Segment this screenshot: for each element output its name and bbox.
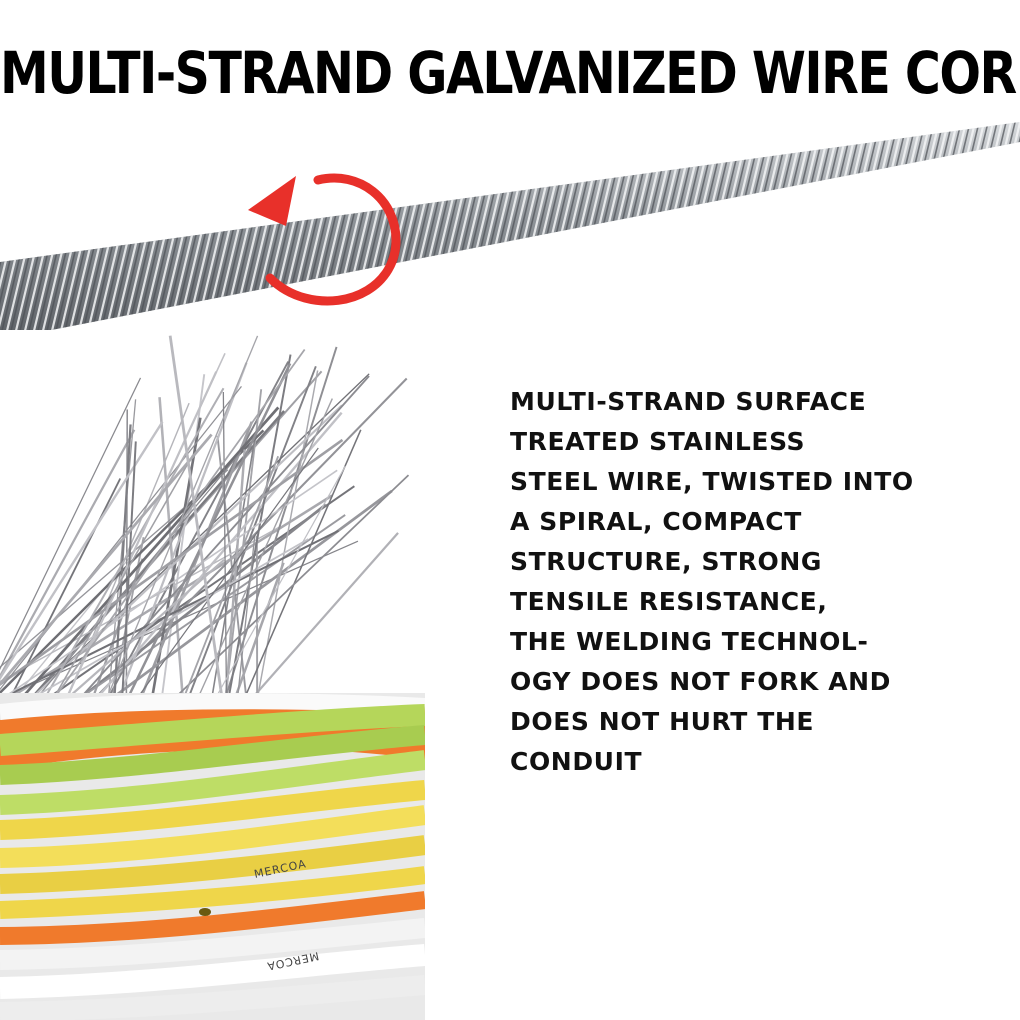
description-line: THE WELDING TECHNOL- (510, 627, 869, 656)
description-line: A SPIRAL, COMPACT (510, 507, 802, 536)
description-line: STEEL WIRE, TWISTED INTO (510, 467, 914, 496)
description-line: MULTI-STRAND SURFACE (510, 387, 867, 416)
cable-housing-coils: MERCOA MERCOA (0, 693, 425, 1020)
steel-cable (0, 122, 1020, 340)
stainless-wire-bundle (0, 335, 410, 702)
headline: MULTI-STRAND GALVANIZED WIRE CORE (0, 40, 1020, 108)
description-line: CONDUIT (510, 747, 643, 776)
wire-and-housing-photo: MERCOA MERCOA (0, 330, 425, 1020)
description-line: OGY DOES NOT FORK AND (510, 667, 892, 696)
description-line: TREATED STAINLESS (510, 427, 806, 456)
product-description: MULTI-STRAND SURFACE TREATED STAINLESS S… (510, 382, 990, 782)
description-line: DOES NOT HURT THE (510, 707, 815, 736)
description-line: TENSILE RESISTANCE, (510, 587, 828, 616)
description-line: STRUCTURE, STRONG (510, 547, 823, 576)
rotation-arrow-icon (248, 173, 401, 306)
